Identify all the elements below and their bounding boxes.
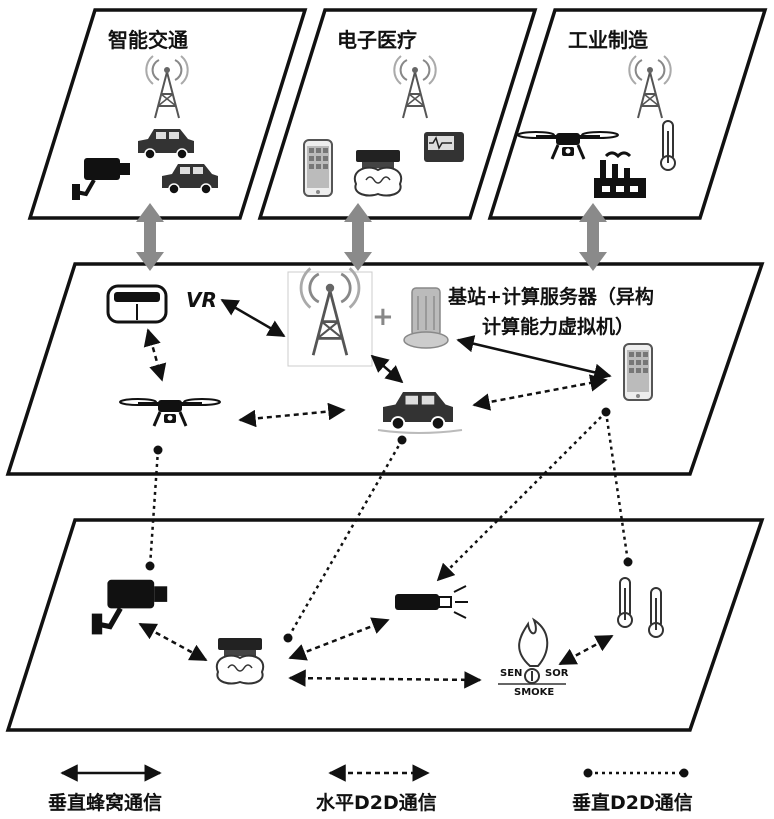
domain-label-e-health: 电子医疗	[337, 24, 417, 53]
brain-sensor-icon	[355, 150, 401, 196]
domain-label-smart-transport: 智能交通	[108, 24, 188, 53]
base-station-label-line2: 计算能力虚拟机）	[482, 312, 634, 339]
smoke-detector-brain-icon	[217, 638, 263, 684]
smoke-sensor-label-right: SOR	[545, 668, 568, 679]
legend-label-horizontal-d2d: 水平D2D通信	[316, 788, 437, 815]
domain-label-industrial: 工业制造	[568, 24, 648, 53]
link-endpoint-dot	[146, 562, 155, 571]
thermometer-icon	[661, 121, 675, 170]
bottom-layer-panel	[8, 520, 762, 730]
medical-monitor-icon	[424, 132, 464, 162]
smartphone-icon	[624, 344, 652, 400]
link-endpoint-dot	[624, 558, 633, 567]
vr-label: VR	[186, 288, 217, 312]
smoke-sensor-label-left: SEN	[500, 668, 522, 679]
link-endpoint-dot	[398, 436, 407, 445]
plus-sign: +	[372, 302, 394, 332]
legend-dotted-line	[584, 769, 689, 778]
base-station-label-line1: 基站+计算服务器（异构	[448, 282, 654, 309]
smoke-sensor-label-bottom: SMOKE	[514, 687, 554, 698]
link-endpoint-dot	[154, 446, 163, 455]
smartphone-icon	[304, 140, 332, 196]
vr-headset-icon	[108, 286, 166, 322]
legend-label-vertical-d2d: 垂直D2D通信	[572, 788, 693, 815]
link-endpoint-dot	[602, 408, 611, 417]
legend-label-vertical-cellular: 垂直蜂窝通信	[48, 788, 162, 815]
link-endpoint-dot	[284, 634, 293, 643]
base-station-tower-icon	[288, 268, 372, 366]
